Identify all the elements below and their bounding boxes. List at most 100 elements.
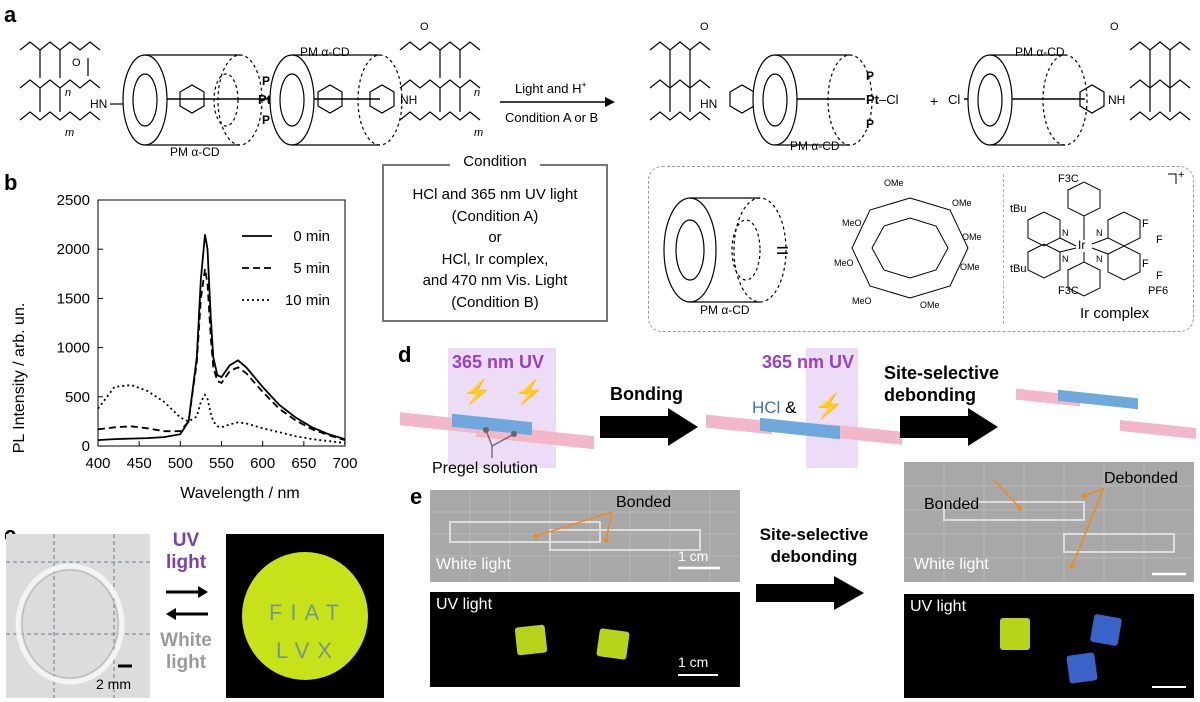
grid-overlay (430, 490, 740, 582)
x-tick-label: 650 (291, 455, 316, 472)
product-cd-label-right: PM α-CD (1015, 45, 1065, 59)
ir-f-3: F (1142, 258, 1149, 270)
product-cd-left (752, 54, 873, 146)
y-tick-label: 1000 (57, 340, 90, 357)
chart-legend: 0 min 5 min 10 min (242, 228, 330, 309)
legend-meo-3: MeO (852, 296, 872, 306)
product-nh: NH (1108, 93, 1125, 107)
uv-label-1: 365 nm UV (452, 352, 545, 372)
y-tick-label: 500 (65, 389, 90, 406)
lightning-icon: ⚡ (514, 379, 544, 406)
debonded-white-photo (904, 462, 1194, 582)
debonding-line: Site-selective (884, 363, 1000, 383)
y-tick-label: 1500 (57, 290, 90, 307)
product-left-polymer (649, 41, 711, 121)
debonding-label: Site-selective debonding (884, 362, 999, 406)
legend-drawings (663, 197, 969, 303)
legend-meo-2: MeO (834, 258, 854, 268)
e-arrow-line: debonding (770, 547, 858, 566)
debonded-uv-photo (904, 594, 1194, 698)
lightning-icon: ⚡ (462, 379, 492, 406)
y-tick-label: 2500 (57, 192, 90, 209)
structure-legend-box (648, 166, 1194, 332)
uv-light-line: light (165, 552, 207, 573)
x-tick-label: 500 (168, 455, 193, 472)
product-hn: HN (700, 97, 717, 111)
series-line-0-min (97, 234, 346, 441)
uv-light-line: UV (172, 530, 200, 551)
legend-label: 5 min (293, 260, 330, 277)
x-tick-label: 550 (209, 455, 234, 472)
scale-bar-uv-2 (1152, 686, 1186, 688)
blue-gel-3 (1058, 389, 1138, 410)
disc-letter: I (290, 600, 305, 625)
disc-letter: T (325, 600, 348, 625)
ir-tbu-top: tBu (1010, 203, 1027, 215)
bonding-label: Bonding (610, 384, 683, 404)
white-light-label: White light (150, 630, 222, 674)
hcl-label: HCl & (752, 398, 796, 418)
legend-label: 0 min (293, 228, 330, 245)
glow-square-blue (1066, 652, 1098, 684)
scale-bar-uv (678, 674, 718, 676)
panel-label-d: d (398, 342, 412, 367)
ir-f-2: F (1156, 234, 1163, 246)
cd-icon (663, 197, 787, 303)
polymer-left (19, 41, 125, 121)
ester-o-left: O (72, 57, 81, 69)
e-arrow-label: Site-selective debonding (744, 524, 884, 568)
ir-n-2: N (1096, 228, 1103, 238)
grid-overlay-2 (904, 462, 1194, 582)
product-ester-o-right: O (1110, 21, 1119, 33)
legend-label: 10 min (285, 292, 330, 309)
glow-square-blue (1089, 613, 1123, 647)
cd-label-left: PM α-CD (170, 145, 220, 159)
n-index-right: n (474, 87, 480, 99)
series-line-5-min (97, 268, 346, 441)
e-arrow-line: Site-selective (759, 525, 869, 544)
panel-label-e: e (410, 484, 423, 509)
chart-xlabel: Wavelength / nm (180, 485, 299, 502)
chart-lines (97, 234, 346, 444)
ir-f-1: F (1142, 218, 1149, 230)
y-tick-label: 2000 (57, 241, 90, 258)
amp-text: & (785, 398, 797, 417)
uv-light-label: UV light (156, 530, 216, 574)
grid-paper (6, 534, 150, 698)
disc-letters: FIAT LVX (260, 594, 356, 670)
x-tick-label: 450 (127, 455, 152, 472)
legend-ome-1: OMe (884, 178, 904, 188)
reaction-scheme: O n m HN O PM α-CD P Pt P PM α-CD NH O n… (19, 21, 1191, 159)
p-top: P (262, 74, 270, 88)
product-cd-label-left: PM α-CD (790, 139, 840, 153)
product-p-bottom: P (866, 117, 874, 131)
product-cd-right (967, 54, 1088, 146)
ir-f3c-bottom: F3C (1058, 285, 1079, 297)
product-p-top: P (866, 69, 874, 83)
hn-left: HN (90, 97, 107, 111)
condition-line: (Condition A) (451, 207, 539, 225)
arrow-label-bottom: Condition A or B (505, 110, 598, 125)
bonding-arrow (600, 408, 698, 446)
debonding-arrow (900, 408, 998, 446)
cd-label-right: PM α-CD (300, 45, 350, 59)
glow-square-green (1000, 618, 1030, 650)
uv-light-label-1: UV light (436, 596, 493, 613)
disc-letter: X (317, 638, 340, 663)
legend-ome-3: OMe (962, 232, 982, 242)
condition-line: or (488, 229, 502, 246)
glow-square-green (514, 624, 548, 656)
e-arrow (756, 576, 864, 610)
scale-1cm-top: 1 cm (678, 548, 709, 564)
x-tick-label: 400 (85, 455, 110, 472)
ir-complex-label: Ir complex (1080, 305, 1150, 322)
scale-1cm-bottom: 1 cm (678, 654, 709, 670)
cd-ring-right (269, 54, 403, 146)
legend-cd-label: PM α-CD (700, 303, 750, 317)
legend-meo-1: MeO (842, 218, 862, 228)
white-light-label-1: White light (436, 556, 511, 573)
film-photo-white (6, 534, 150, 698)
panel-label-b: b (4, 170, 18, 195)
product-benzene-right (1079, 84, 1105, 114)
